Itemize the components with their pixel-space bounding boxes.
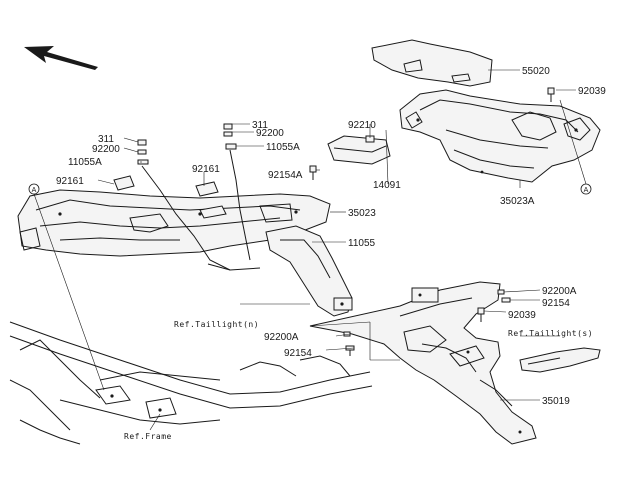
part-cable-11055A	[141, 149, 261, 271]
label-11055: 11055	[348, 238, 376, 249]
part-rear-tray	[399, 89, 601, 183]
label-92154-mid: 92154	[284, 348, 312, 359]
ref-taillight-n: Ref.Taillight(n)	[174, 320, 259, 329]
label-92039-top: 92039	[578, 86, 606, 97]
leader-lines	[33, 69, 587, 431]
label-92039-right: 92039	[508, 310, 536, 321]
label-11055A-left: 11055A	[68, 157, 102, 168]
label-35019: 35019	[542, 396, 570, 407]
part-taillight-s	[519, 347, 601, 373]
ref-taillight-s: Ref.Taillight(s)	[508, 329, 593, 338]
part-inner-fender	[17, 189, 331, 257]
part-labels: 55020 92039 92210 14091 92154A 35023A 31…	[56, 66, 606, 407]
connector-marker-left: A	[28, 183, 40, 195]
part-stack-left	[137, 139, 149, 165]
label-92154-right: 92154	[542, 298, 570, 309]
label-311-left: 311	[98, 134, 114, 145]
part-pad-92161-left	[113, 175, 135, 191]
part-stack-mid	[223, 123, 237, 150]
label-14091: 14091	[373, 180, 401, 191]
part-pad-92161-mid	[195, 181, 227, 219]
part-frame	[9, 321, 373, 445]
label-92200A-right: 92200A	[542, 286, 577, 297]
svg-text:A: A	[584, 187, 589, 194]
reference-labels: Ref.Taillight(n) Ref.Taillight(s) Ref.Fr…	[124, 320, 593, 441]
label-11055A-mid: 11055A	[266, 142, 300, 153]
svg-text:A: A	[32, 187, 37, 194]
part-bolt-92039-top	[547, 87, 555, 102]
label-92210: 92210	[348, 120, 376, 131]
label-311-mid: 311	[252, 120, 268, 131]
label-55020: 55020	[522, 66, 550, 77]
part-bolts-right	[477, 289, 511, 322]
part-seat-cover	[371, 39, 493, 87]
part-bolts-mid	[343, 331, 355, 356]
part-bracket-11055	[265, 225, 353, 317]
label-92200-mid: 92200	[256, 128, 284, 139]
label-92200A-mid: 92200A	[264, 332, 299, 343]
label-92161-mid: 92161	[192, 164, 220, 175]
label-92161-left: 92161	[56, 176, 84, 187]
label-92154A: 92154A	[268, 170, 303, 181]
label-35023A: 35023A	[500, 196, 535, 207]
label-92200-left: 92200	[92, 144, 120, 155]
connector-marker-right: A	[580, 183, 592, 195]
ref-frame: Ref.Frame	[124, 432, 172, 441]
label-35023: 35023	[348, 208, 376, 219]
direction-arrow-icon	[24, 46, 98, 70]
part-14091	[309, 135, 391, 180]
